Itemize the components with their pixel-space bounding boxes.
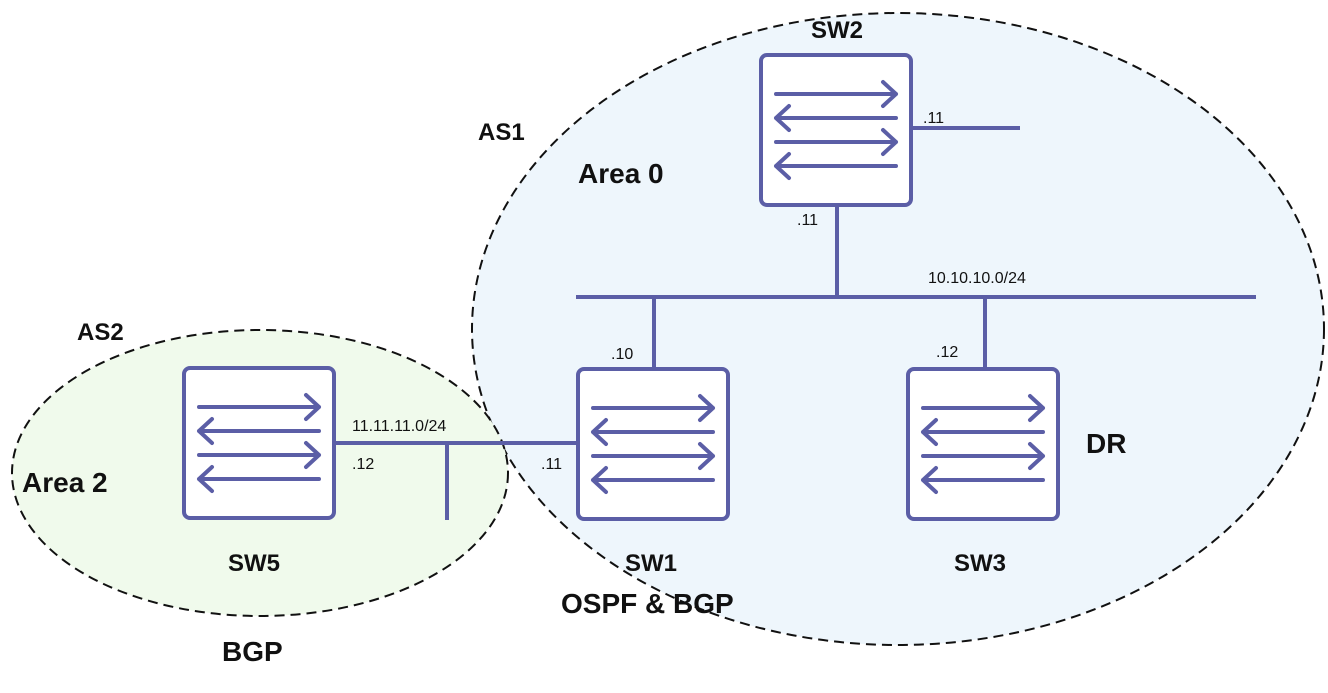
switch-sw1-box: [576, 367, 730, 521]
as2-label: AS2: [77, 319, 124, 346]
switch-sw3-box: [906, 367, 1060, 521]
iface-sw3-up: .12: [936, 344, 958, 361]
switch-sw1[interactable]: [576, 367, 730, 521]
sw3-role: DR: [1086, 428, 1126, 459]
sw3-name: SW3: [954, 550, 1006, 577]
sw5-role: BGP: [222, 636, 283, 667]
iface-sw2-down: .11: [797, 212, 818, 229]
sw1-name: SW1: [625, 550, 677, 577]
network-label-lan: 10.10.10.0/24: [928, 270, 1026, 287]
switch-sw2[interactable]: [759, 53, 913, 207]
switch-sw5-box: [182, 366, 336, 520]
area2-label: Area 2: [22, 467, 108, 498]
sw1-role: OSPF & BGP: [561, 588, 734, 619]
sw2-name: SW2: [811, 17, 863, 44]
iface-sw1-left: .11: [541, 456, 562, 473]
switch-sw2-box: [759, 53, 913, 207]
iface-sw5-right: .12: [352, 456, 374, 473]
iface-sw1-up: .10: [611, 346, 633, 363]
switch-sw5[interactable]: [182, 366, 336, 520]
area0-label: Area 0: [578, 158, 664, 189]
as1-label: AS1: [478, 119, 525, 146]
switch-sw3[interactable]: [906, 367, 1060, 521]
iface-sw2-right: .11: [923, 110, 944, 127]
network-label-as-link: 11.11.11.0/24: [352, 418, 446, 435]
sw5-name: SW5: [228, 550, 280, 577]
